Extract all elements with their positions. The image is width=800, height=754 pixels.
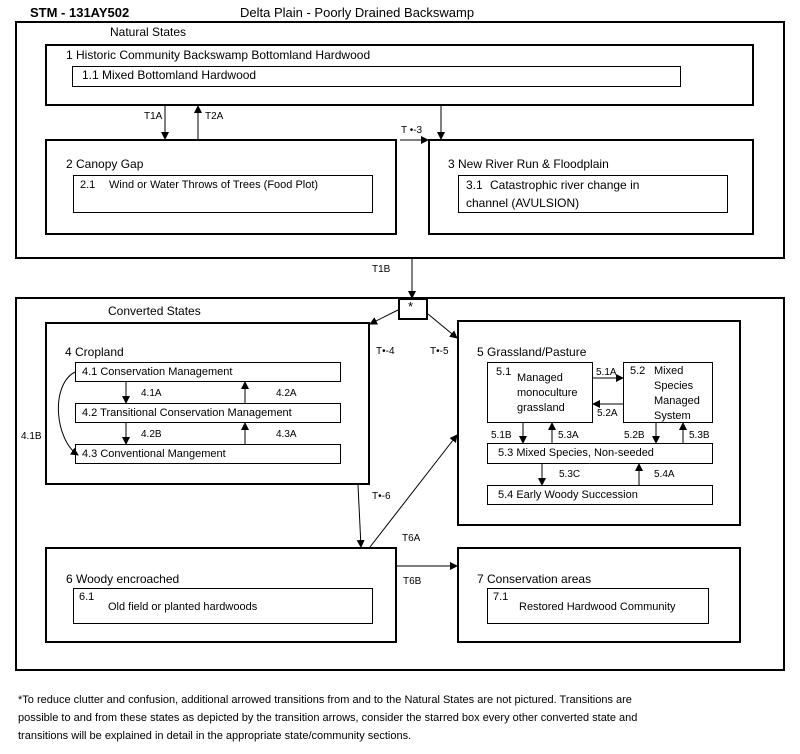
label-t2a: T2A — [205, 111, 224, 122]
community-5-1-line3: grassland — [517, 402, 565, 414]
label-4-2b: 4.2B — [141, 429, 162, 440]
community-4-3-label: 4.3 Conventional Mangement — [82, 448, 226, 460]
community-7-1-label: Restored Hardwood Community — [519, 601, 676, 613]
footnote-line-3: transitions will be explained in detail … — [18, 730, 412, 742]
diagram-id: STM - 131AY502 — [30, 5, 130, 20]
state-4-title: 4 Cropland — [65, 345, 124, 359]
label-t6a: T6A — [402, 533, 421, 544]
label-4-1a: 4.1A — [141, 388, 162, 399]
community-5-2-box[interactable] — [623, 362, 713, 423]
community-5-3-label: 5.3 Mixed Species, Non-seeded — [498, 447, 654, 459]
community-5-2-line2: Species — [654, 380, 694, 392]
community-4-2-label: 4.2 Transitional Conservation Management — [82, 407, 292, 419]
community-3-1-line2: channel (AVULSION) — [466, 196, 580, 210]
community-6-1-box[interactable] — [73, 588, 373, 624]
community-5-3-box[interactable] — [487, 443, 713, 464]
community-6-1-label: Old field or planted hardwoods — [108, 601, 258, 613]
state-5-title: 5 Grassland/Pasture — [477, 345, 587, 359]
label-5-3b: 5.3B — [689, 430, 710, 441]
label-4-3a: 4.3A — [276, 429, 297, 440]
converted-states-label: Converted States — [108, 304, 201, 318]
natural-states-label: Natural States — [110, 25, 187, 39]
label-4-2a: 4.2A — [276, 388, 297, 399]
state-6-title: 6 Woody encroached — [66, 572, 180, 586]
star-box[interactable] — [398, 298, 428, 320]
community-5-4-label: 5.4 Early Woody Succession — [498, 489, 638, 501]
community-6-1-number: 6.1 — [79, 591, 95, 603]
community-5-1-line1: Managed — [517, 372, 563, 384]
label-5-2b: 5.2B — [624, 430, 645, 441]
community-1-1-box[interactable] — [72, 66, 681, 87]
community-5-1-line2: monoculture — [517, 387, 578, 399]
star-symbol: * — [408, 299, 414, 314]
state-1-title: 1 Historic Community Backswamp Bottomlan… — [66, 48, 371, 62]
community-5-2-line1: Mixed — [654, 365, 684, 377]
label-5-1b: 5.1B — [491, 430, 512, 441]
community-5-2-number: 5.2 — [630, 365, 646, 377]
community-2-1-number: 2.1 — [80, 179, 96, 191]
community-2-1-label: Wind or Water Throws of Trees (Food Plot… — [109, 179, 319, 191]
community-3-1-line1: Catastrophic river change in — [490, 178, 640, 192]
community-1-1-label: 1.1 Mixed Bottomland Hardwood — [82, 68, 257, 82]
label-t1a: T1A — [144, 111, 163, 122]
label-t1b: T1B — [372, 264, 391, 275]
state-7-title: 7 Conservation areas — [477, 572, 592, 586]
diagram-subtitle: Delta Plain - Poorly Drained Backswamp — [240, 5, 475, 20]
community-4-1-label: 4.1 Conservation Management — [82, 366, 233, 378]
community-5-1-box[interactable] — [487, 362, 593, 423]
community-5-2-line3: Managed — [654, 395, 700, 407]
label-5-3a: 5.3A — [558, 430, 579, 441]
label-5-1a: 5.1A — [596, 367, 617, 378]
footnote-line-2: possible to and from these states as dep… — [18, 712, 638, 724]
state-2-title: 2 Canopy Gap — [66, 157, 144, 171]
label-t4: T•-4 — [376, 346, 395, 357]
community-5-4-box[interactable] — [487, 485, 713, 505]
label-t6b: T6B — [403, 576, 422, 587]
community-5-1-number: 5.1 — [496, 366, 512, 378]
label-5-4a: 5.4A — [654, 469, 675, 480]
community-5-2-line4: System — [654, 410, 691, 422]
label-t3: T •-3 — [401, 125, 423, 136]
state-3-title: 3 New River Run & Floodplain — [448, 157, 609, 171]
community-7-1-number: 7.1 — [493, 591, 509, 603]
label-t5: T•-5 — [430, 346, 449, 357]
community-7-1-box[interactable] — [487, 588, 709, 624]
footnote-line-1: *To reduce clutter and confusion, additi… — [18, 694, 632, 706]
community-3-1-number: 3.1 — [466, 178, 483, 192]
label-5-2a: 5.2A — [597, 408, 618, 419]
community-3-1-box[interactable] — [458, 175, 728, 213]
label-t6: T•-6 — [372, 491, 391, 502]
label-4-1b: 4.1B — [21, 431, 42, 442]
community-2-1-box[interactable] — [73, 175, 373, 213]
label-5-3c: 5.3C — [559, 469, 581, 480]
